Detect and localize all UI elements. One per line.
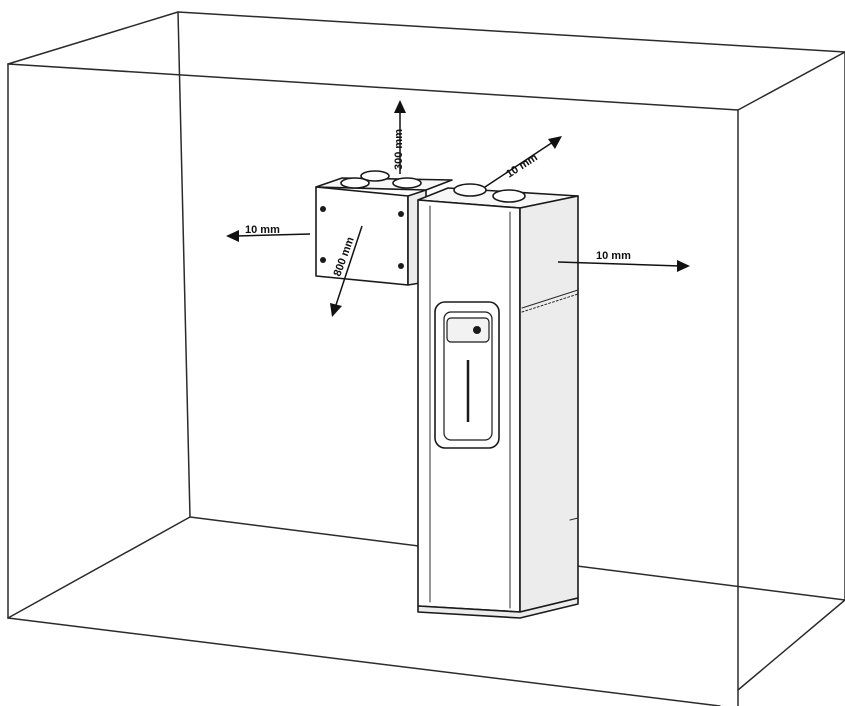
clearance-top-label: 300 mm [393, 129, 405, 170]
clearance-right-label: 10 mm [596, 250, 631, 262]
floor-standing-unit [417, 183, 579, 619]
clearance-back-label: 10 mm [504, 151, 540, 180]
room-wireframe [7, 11, 845, 706]
clearance-arrows [226, 100, 690, 317]
clearance-left-label: 10 mm [245, 224, 280, 236]
